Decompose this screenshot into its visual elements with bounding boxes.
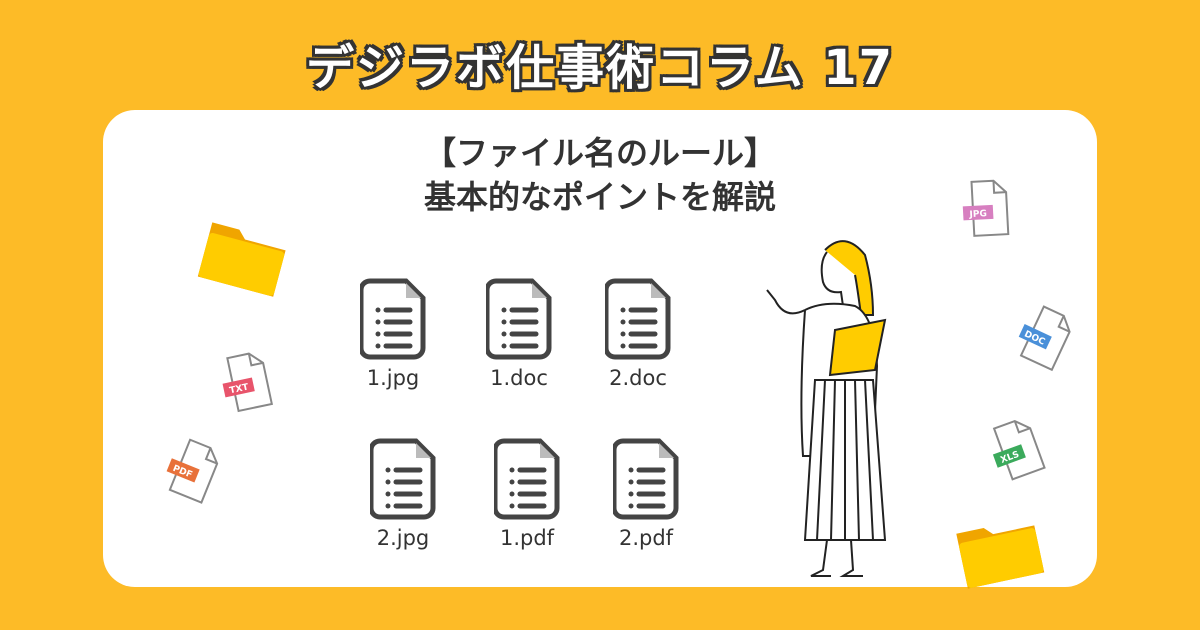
file-name: 2.jpg [376,526,430,550]
page-title: デジラボ仕事術コラム 17 [305,40,895,96]
file-name: 1.jpg [366,366,420,390]
jpg-badge-label: JPG [968,209,987,220]
file-item[interactable]: 2.doc [578,278,698,390]
document-icon [360,278,426,360]
file-name: 2.pdf [618,526,674,550]
folder-icon [197,222,286,297]
file-name: 2.doc [609,366,667,390]
file-item[interactable]: 1.pdf [467,438,587,550]
document-icon [605,278,671,360]
file-name: 1.doc [490,366,548,390]
document-icon [370,438,436,520]
file-name: 1.pdf [499,526,555,550]
document-icon [613,438,679,520]
document-icon [494,438,560,520]
txt-badge-label: TXT [229,382,251,396]
file-item[interactable]: 1.jpg [333,278,453,390]
woman-illustration [766,240,887,577]
file-item[interactable]: 2.pdf [586,438,706,550]
txt-file-icon: TXT [215,348,285,422]
document-icon [486,278,552,360]
doc-file-icon: DOC [1012,305,1082,379]
subtitle-line-1: 【ファイル名のルール】 [423,134,776,172]
xls-file-icon: XLS [985,415,1055,489]
pdf-file-icon: PDF [160,438,230,512]
subtitle-line-2: 基本的なポイントを解説 [423,178,776,216]
file-item[interactable]: 2.jpg [343,438,463,550]
file-item[interactable]: 1.doc [459,278,579,390]
jpg-file-icon: JPG [955,175,1025,249]
folder-icon [956,525,1045,589]
content-card [103,110,1097,587]
